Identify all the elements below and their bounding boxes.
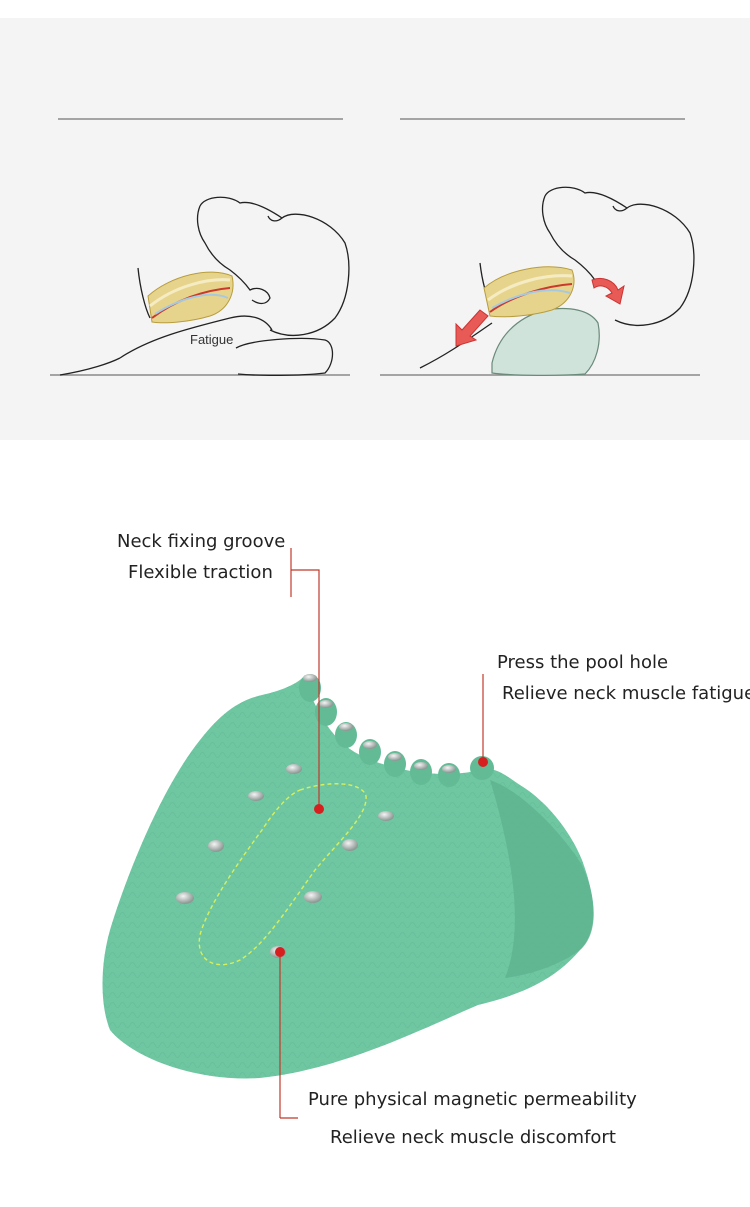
groove-outline <box>198 783 367 966</box>
arrow-down-left-icon <box>455 309 489 347</box>
head-left <box>59 196 350 377</box>
dot-marker-icon <box>478 757 488 767</box>
spine-left <box>147 271 234 324</box>
comparison-illustration <box>50 118 700 377</box>
dot-marker-icon <box>275 947 285 957</box>
pillow-side-shade <box>490 780 594 978</box>
callout-groove-title: Neck fixing groove <box>117 531 286 552</box>
callout-magnetic-title: Pure physical magnetic permeability <box>308 1089 637 1110</box>
spine-right <box>483 266 575 318</box>
callout-pool-subtitle: Relieve neck muscle fatigue <box>502 683 750 704</box>
product-illustration <box>102 548 594 1119</box>
dot-marker-icon <box>314 804 324 814</box>
support-pillow-outline <box>491 307 600 376</box>
comparison-panel: Fatigue <box>0 18 750 440</box>
callout-groove-subtitle: Flexible traction <box>128 562 273 583</box>
callout-magnetic-subtitle: Relieve neck muscle discomfort <box>330 1127 616 1148</box>
callout-lines <box>279 548 484 1119</box>
magnetic-studs <box>176 674 456 958</box>
callout-pool-title: Press the pool hole <box>497 652 669 673</box>
fatigue-label: Fatigue <box>190 332 234 347</box>
arrow-curl-icon <box>591 277 625 305</box>
